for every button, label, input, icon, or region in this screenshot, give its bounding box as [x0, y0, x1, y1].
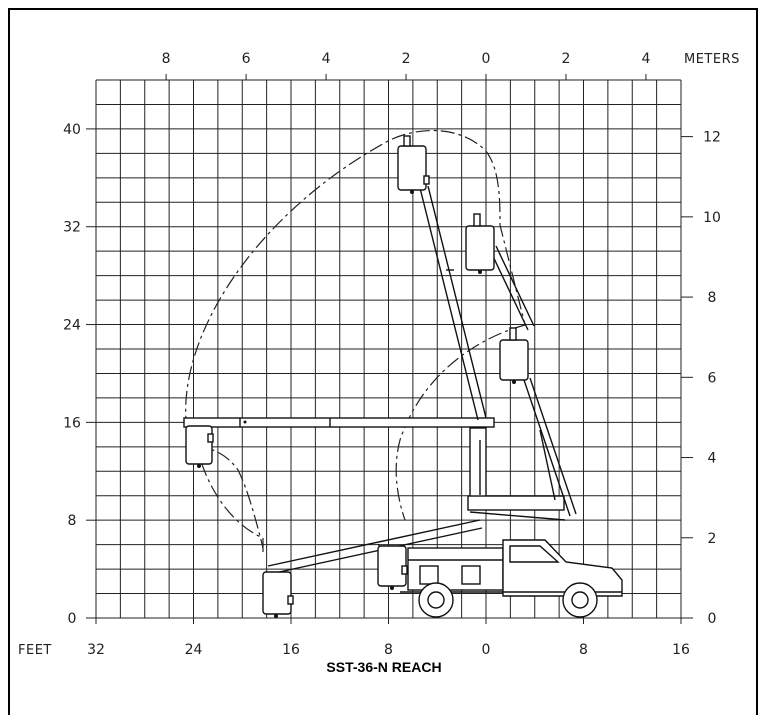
feet-y-tick-label: 8	[68, 513, 77, 529]
bucket-mid	[465, 213, 495, 274]
feet-y-tick-label: 32	[63, 220, 81, 236]
bucket-top	[397, 135, 430, 194]
meters-x-tick-label: 2	[402, 51, 411, 67]
meters-x-tick-label: 4	[641, 51, 650, 67]
bucket-low	[262, 571, 294, 618]
meters-x-ticks: 8 6 4 2 0 2 4	[162, 51, 650, 80]
feet-y-tick-label: 0	[68, 611, 77, 627]
meters-y-tick-label: 4	[708, 451, 717, 467]
boom-right	[523, 377, 577, 517]
feet-y-tick-label: 16	[63, 415, 81, 431]
meters-y-tick-label: 6	[708, 370, 717, 386]
feet-x-tick-label: 8	[579, 642, 588, 658]
meters-y-tick-label: 2	[708, 531, 717, 547]
feet-y-ticks: 0 8 16 24 32 40	[63, 122, 96, 627]
boom-top	[419, 185, 487, 421]
meters-y-ticks: 0 2 4 6 8 10 12	[681, 130, 721, 627]
boom-mid	[489, 245, 535, 331]
bucket-right	[499, 327, 529, 384]
meters-x-tick-label: 0	[482, 51, 491, 67]
bucket-horizontal	[185, 425, 214, 468]
meters-x-tick-label: 4	[322, 51, 331, 67]
meters-x-tick-label: 8	[162, 51, 171, 67]
bucket-stowed	[377, 545, 408, 590]
turret	[467, 427, 566, 521]
feet-x-tick-label: 0	[482, 642, 491, 658]
meters-x-tick-label: 2	[562, 51, 571, 67]
boom-horizontal	[183, 417, 495, 428]
feet-y-tick-label: 24	[63, 318, 81, 334]
feet-x-tick-label: 16	[672, 642, 690, 658]
diagram-frame	[8, 8, 758, 715]
feet-y-tick-label: 40	[63, 122, 81, 138]
feet-x-tick-label: 16	[282, 642, 300, 658]
meters-y-tick-label: 10	[703, 210, 721, 226]
reach-envelope-lower	[193, 444, 264, 549]
meters-y-tick-label: 8	[708, 290, 717, 306]
feet-axis-label: FEET	[18, 643, 52, 658]
meters-y-tick-label: 12	[703, 130, 721, 146]
grid	[95, 79, 682, 619]
feet-x-tick-label: 24	[185, 642, 203, 658]
meters-x-tick-label: 6	[242, 51, 251, 67]
feet-x-ticks: 32 24 16 8 0 8 16	[87, 618, 690, 658]
reach-envelope-outer	[185, 129, 526, 552]
meters-y-tick-label: 0	[708, 611, 717, 627]
meters-axis-label: METERS	[684, 52, 740, 67]
feet-x-tick-label: 32	[87, 642, 105, 658]
chart-title: SST-36-N REACH	[326, 659, 441, 675]
feet-x-tick-label: 8	[384, 642, 393, 658]
truck	[400, 539, 623, 618]
